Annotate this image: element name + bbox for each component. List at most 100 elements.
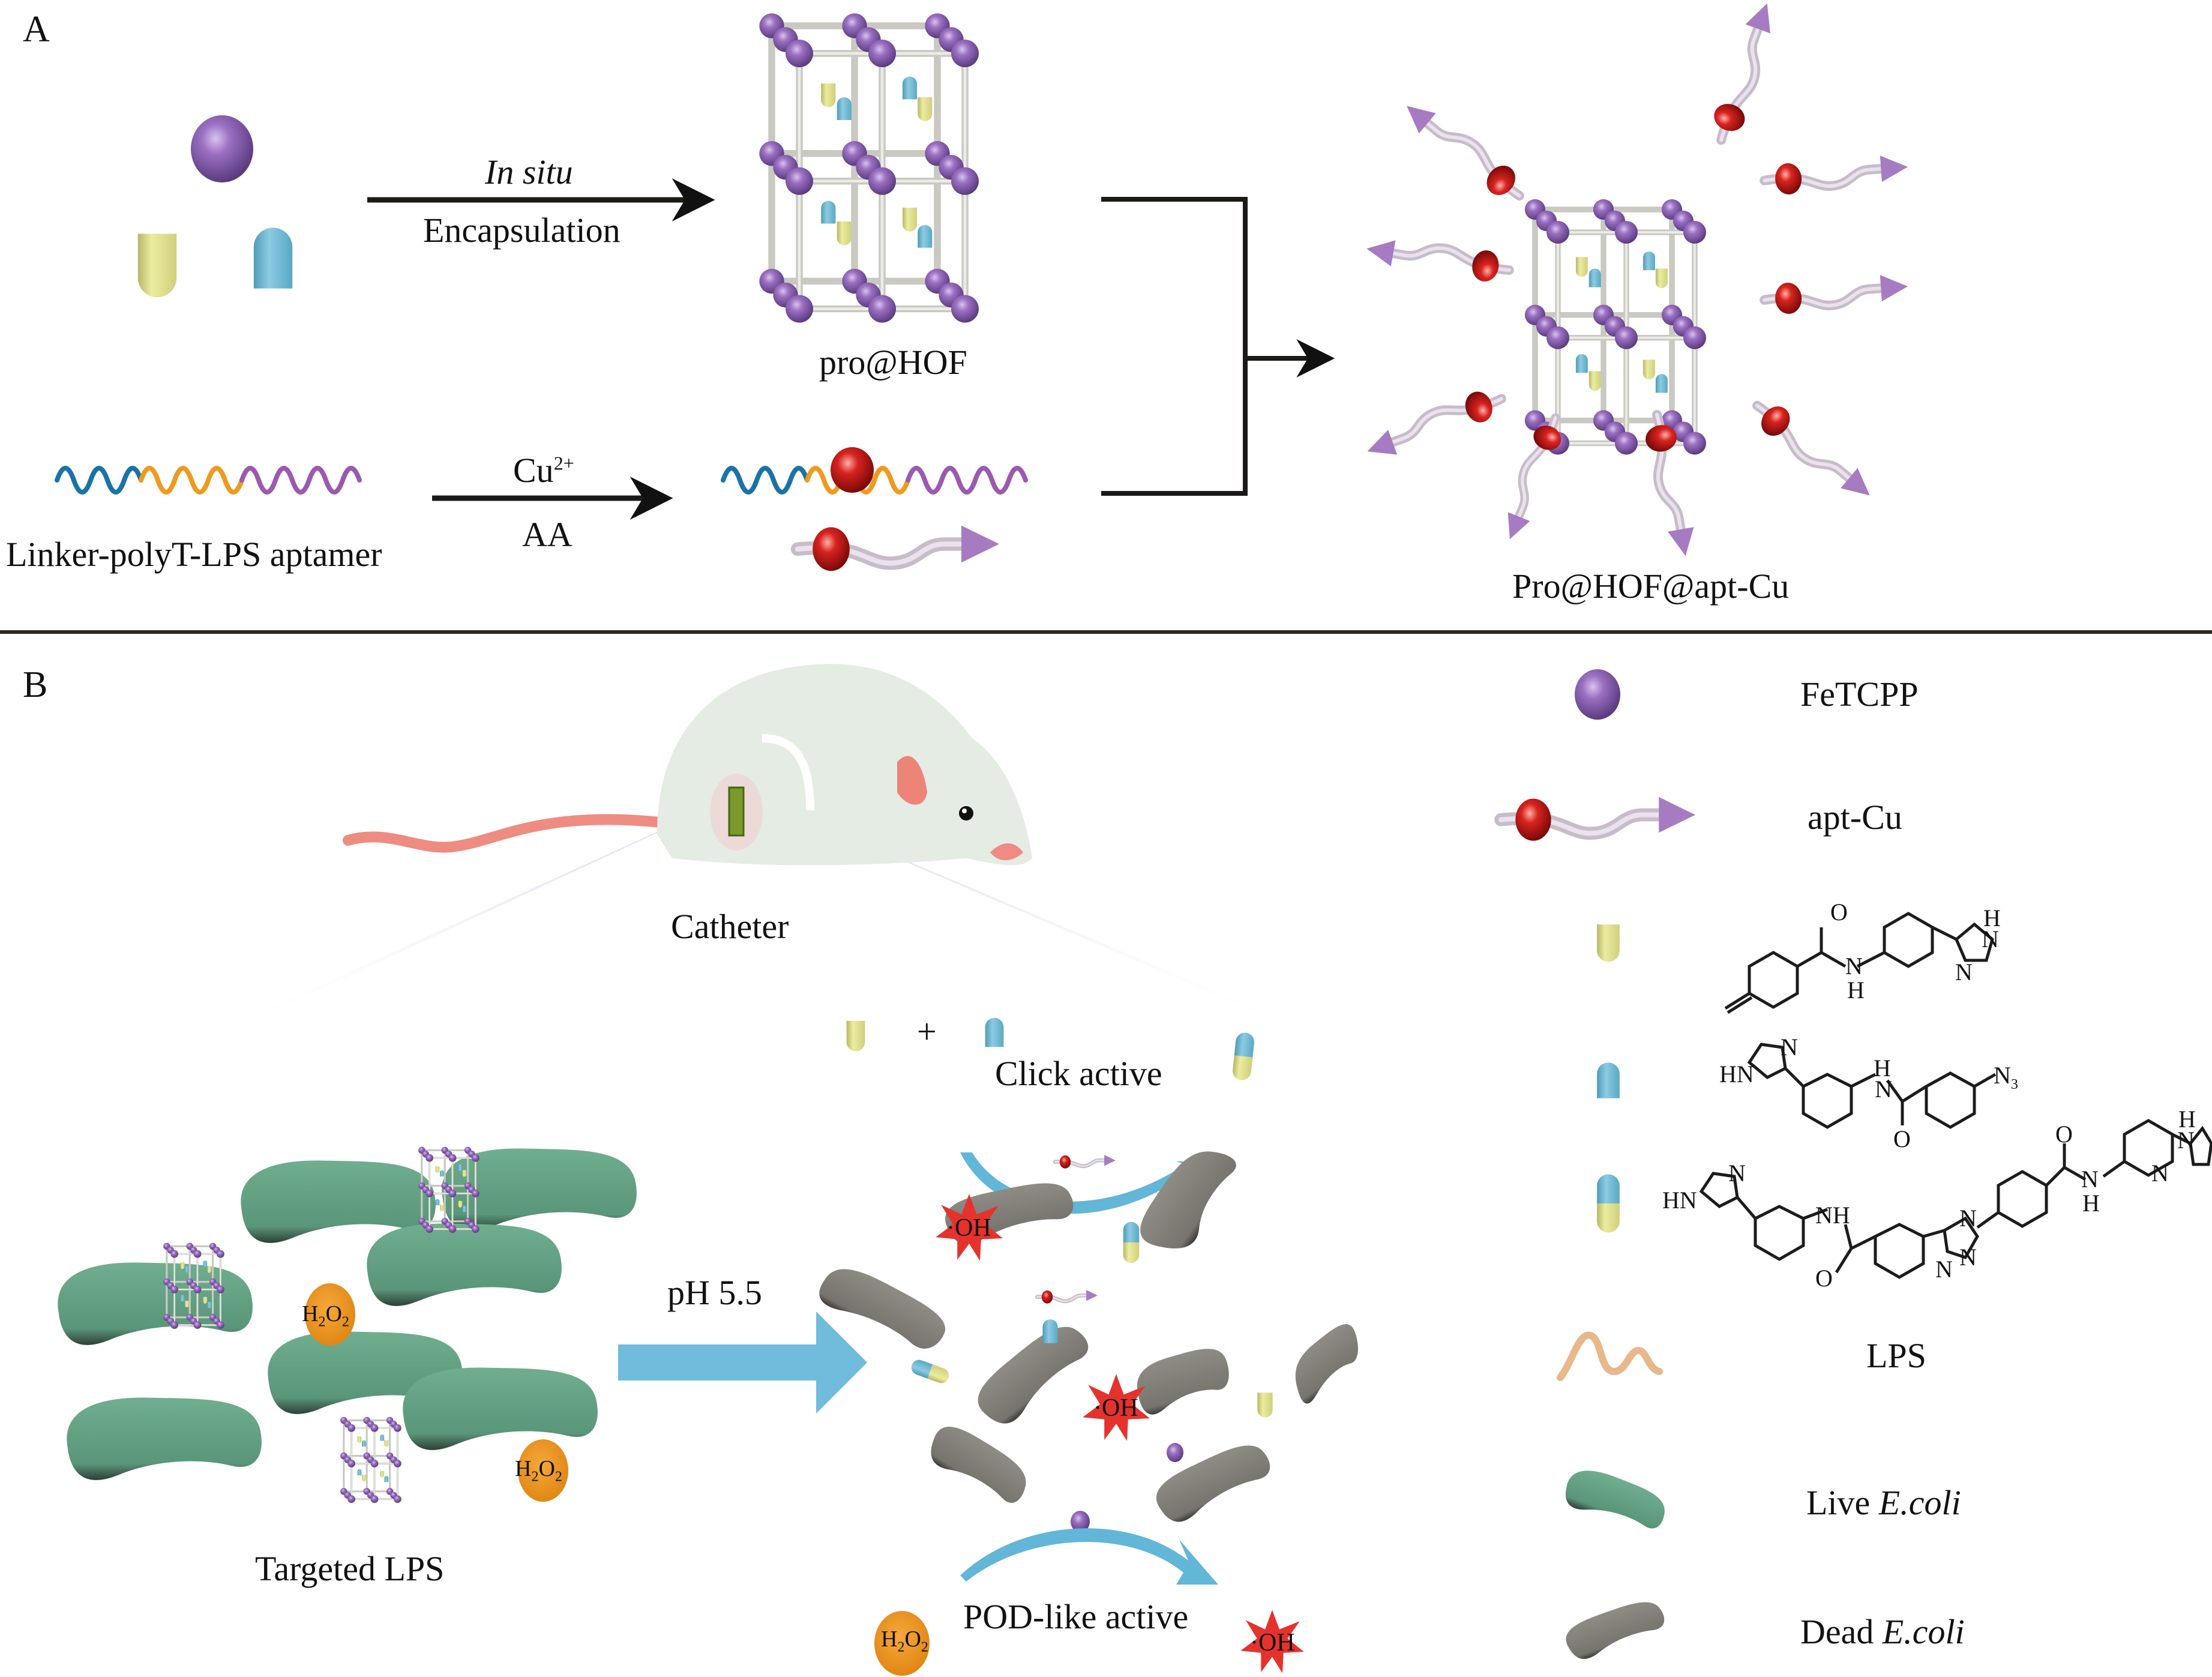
h2o2-droplets-left [305,1283,568,1502]
chem-atom: O [1815,1265,1833,1292]
pro-hof-framework [759,13,979,322]
yellow-probe-icon [1597,924,1620,962]
merge-bracket [1101,197,1323,496]
clicked-probe-structure [1699,1119,2212,1279]
cu-sphere [831,447,874,493]
aa-label: AA [522,515,573,554]
h2o2-o: O [904,1627,921,1652]
oh-radical-label: ·OH [946,1214,991,1242]
chem-atom: O [1830,899,1848,926]
pod-like-active-label: POD-like active [963,1597,1189,1636]
mouse-illustration [343,664,1032,866]
h2o2-sub2: 2 [555,1469,562,1485]
pod-active-arrow [960,1528,1218,1585]
cu-charge: 2+ [553,452,574,474]
chem-atom: H [1847,977,1865,1004]
h2o2-h: H [515,1456,532,1481]
in-situ-label: In situ [485,152,573,191]
plus-sign: + [917,1012,937,1051]
h2o2-h: H [881,1627,898,1652]
azide-sub: 3 [2010,1077,2018,1092]
chem-atom: HN [1662,1187,1697,1214]
oh-radical-label: ·OH [1093,1394,1138,1422]
chem-atom: N [2177,1127,2195,1154]
chem-atom: N3 [1994,1064,2018,1092]
chem-atom: N [1935,1256,1953,1283]
encapsulation-label: Encapsulation [423,211,621,250]
yellow-probe-structure [1724,912,1994,1014]
h2o2-h: H [302,1301,319,1326]
clicked-probe [1231,1032,1255,1081]
chem-atom: N [1875,1076,1892,1103]
released-probes [909,1155,1273,1462]
h2o2-label: H2O2 [881,1628,928,1655]
legend-dead-ecoli-label: Dead E.coli [1800,1615,1965,1649]
panel-b-letter: B [23,664,48,705]
chem-atom: N [1959,1205,1977,1232]
h2o2-sub1: 2 [531,1469,539,1485]
ph-process-arrow [618,1311,867,1414]
yellow-probe-reactant [137,233,177,298]
h2o2-label: H2O2 [302,1302,349,1329]
dead-text: Dead [1800,1612,1883,1651]
chem-atom: H [2082,1190,2100,1217]
h2o2-sub2: 2 [921,1639,928,1655]
pro-hof-apt-cu-label: Pro@HOF@apt-Cu [1512,567,1790,606]
chem-atom: O [1893,1125,1911,1152]
chem-atom: N [1959,1244,1977,1271]
legend-lps-label: LPS [1866,1336,1926,1375]
cu2-label: Cu2+ [513,453,574,488]
chem-atom: N [1955,959,1973,986]
live-ecoli-icon [1560,1462,1671,1538]
catheter-label: Catheter [671,907,789,946]
cu-bound-strand [721,466,1028,495]
linker-aptamer-label: Linker-polyT-LPS aptamer [6,535,382,574]
ecoli-italic: E.coli [1882,1612,1965,1651]
ph-label: pH 5.5 [667,1273,762,1312]
h2o2-sub1: 2 [897,1639,905,1655]
cu-text: Cu [513,451,554,490]
legend-fetcpp-label: FeTCPP [1800,675,1919,714]
chem-atom: H [2178,1106,2196,1133]
clicked-probe-icon [1597,1174,1620,1233]
chem-atom: N [2151,1160,2169,1187]
h2o2-sub2: 2 [341,1314,349,1330]
live-text: Live [1806,1483,1879,1522]
pro-hof-label: pro@HOF [819,343,967,382]
chem-atom: N [1982,926,1999,953]
panel-b [58,664,2212,1676]
chem-structures [1699,912,2212,1279]
targeted-lps-label: Targeted LPS [255,1549,445,1588]
blue-probe-icon [1597,1062,1620,1098]
chem-atom: HN [1719,1061,1754,1088]
fetcpp-catalyst [1071,1511,1090,1532]
ecoli-italic: E.coli [1878,1483,1961,1522]
click-active-label: Click active [995,1054,1162,1093]
h2o2-sub1: 2 [318,1314,326,1330]
linker-aptamer-strand [55,466,362,495]
apt-cu-icon [1501,797,1695,841]
chem-atom: N [1728,1160,1746,1187]
chem-atom: H [1983,905,2001,932]
chem-atom: N [2081,1166,2099,1193]
h2o2-o: O [538,1456,555,1481]
fetcpp-sphere-icon [1575,669,1620,720]
blue-probe-reactant [253,227,293,289]
chem-atom: NH [1815,1202,1850,1229]
fetcpp-monomer [191,115,253,182]
catheter-implant [728,786,745,837]
blue-probe-structure [1747,1043,1997,1129]
chem-atom: O [2055,1121,2073,1148]
panel-a [55,0,1909,571]
blue-probe-click [985,1017,1004,1047]
legend-live-ecoli-label: Live E.coli [1806,1486,1961,1520]
h2o2-o: O [325,1301,342,1326]
chem-atom: N [1845,953,1863,980]
azide-n: N [1994,1062,2011,1089]
apt-cu-product [798,526,999,571]
pro-hof-apt-cu-framework [1360,0,1909,559]
lps-icon [1557,1331,1663,1381]
yellow-probe-click [846,1020,865,1052]
legend-apt-cu-label: apt-Cu [1808,798,1902,837]
